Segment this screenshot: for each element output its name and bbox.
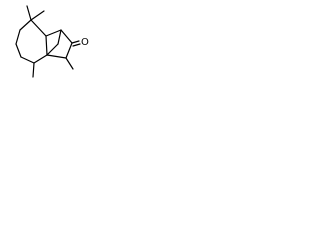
oxygen-atom-label: O	[81, 37, 89, 48]
bond-bridge-c11-c6	[46, 43, 59, 56]
bond-ring-c2-c3	[15, 29, 21, 45]
bond-ring-c6-c7	[45, 35, 48, 56]
bond-bridge-c7-c8	[45, 29, 62, 37]
bond-ring-c4-c5	[20, 56, 35, 64]
bond-methyl-top-left	[26, 5, 32, 21]
bond-methyl-bridge	[65, 57, 74, 70]
bond-ring-c5-c6	[33, 54, 48, 64]
bond-ring-c7-c1	[30, 19, 47, 37]
bond-bridge-c8-c9	[60, 29, 73, 44]
bond-bridge-c9-c10	[65, 42, 73, 59]
bond-ring-c3-c4	[15, 43, 22, 58]
bond-bridge-c10-c6	[46, 54, 67, 59]
molecule-structure-svg: O	[15, 5, 89, 78]
bond-bridge-c8-c11	[57, 29, 62, 45]
bond-methyl-top-right	[30, 10, 45, 21]
bond-carbonyl-1	[71, 40, 80, 44]
bond-ring-c1-c2	[19, 19, 32, 31]
bond-carbonyl-2	[72, 43, 81, 47]
molecule-diagram: O	[0, 0, 96, 81]
bond-methyl-bottom	[32, 62, 35, 78]
